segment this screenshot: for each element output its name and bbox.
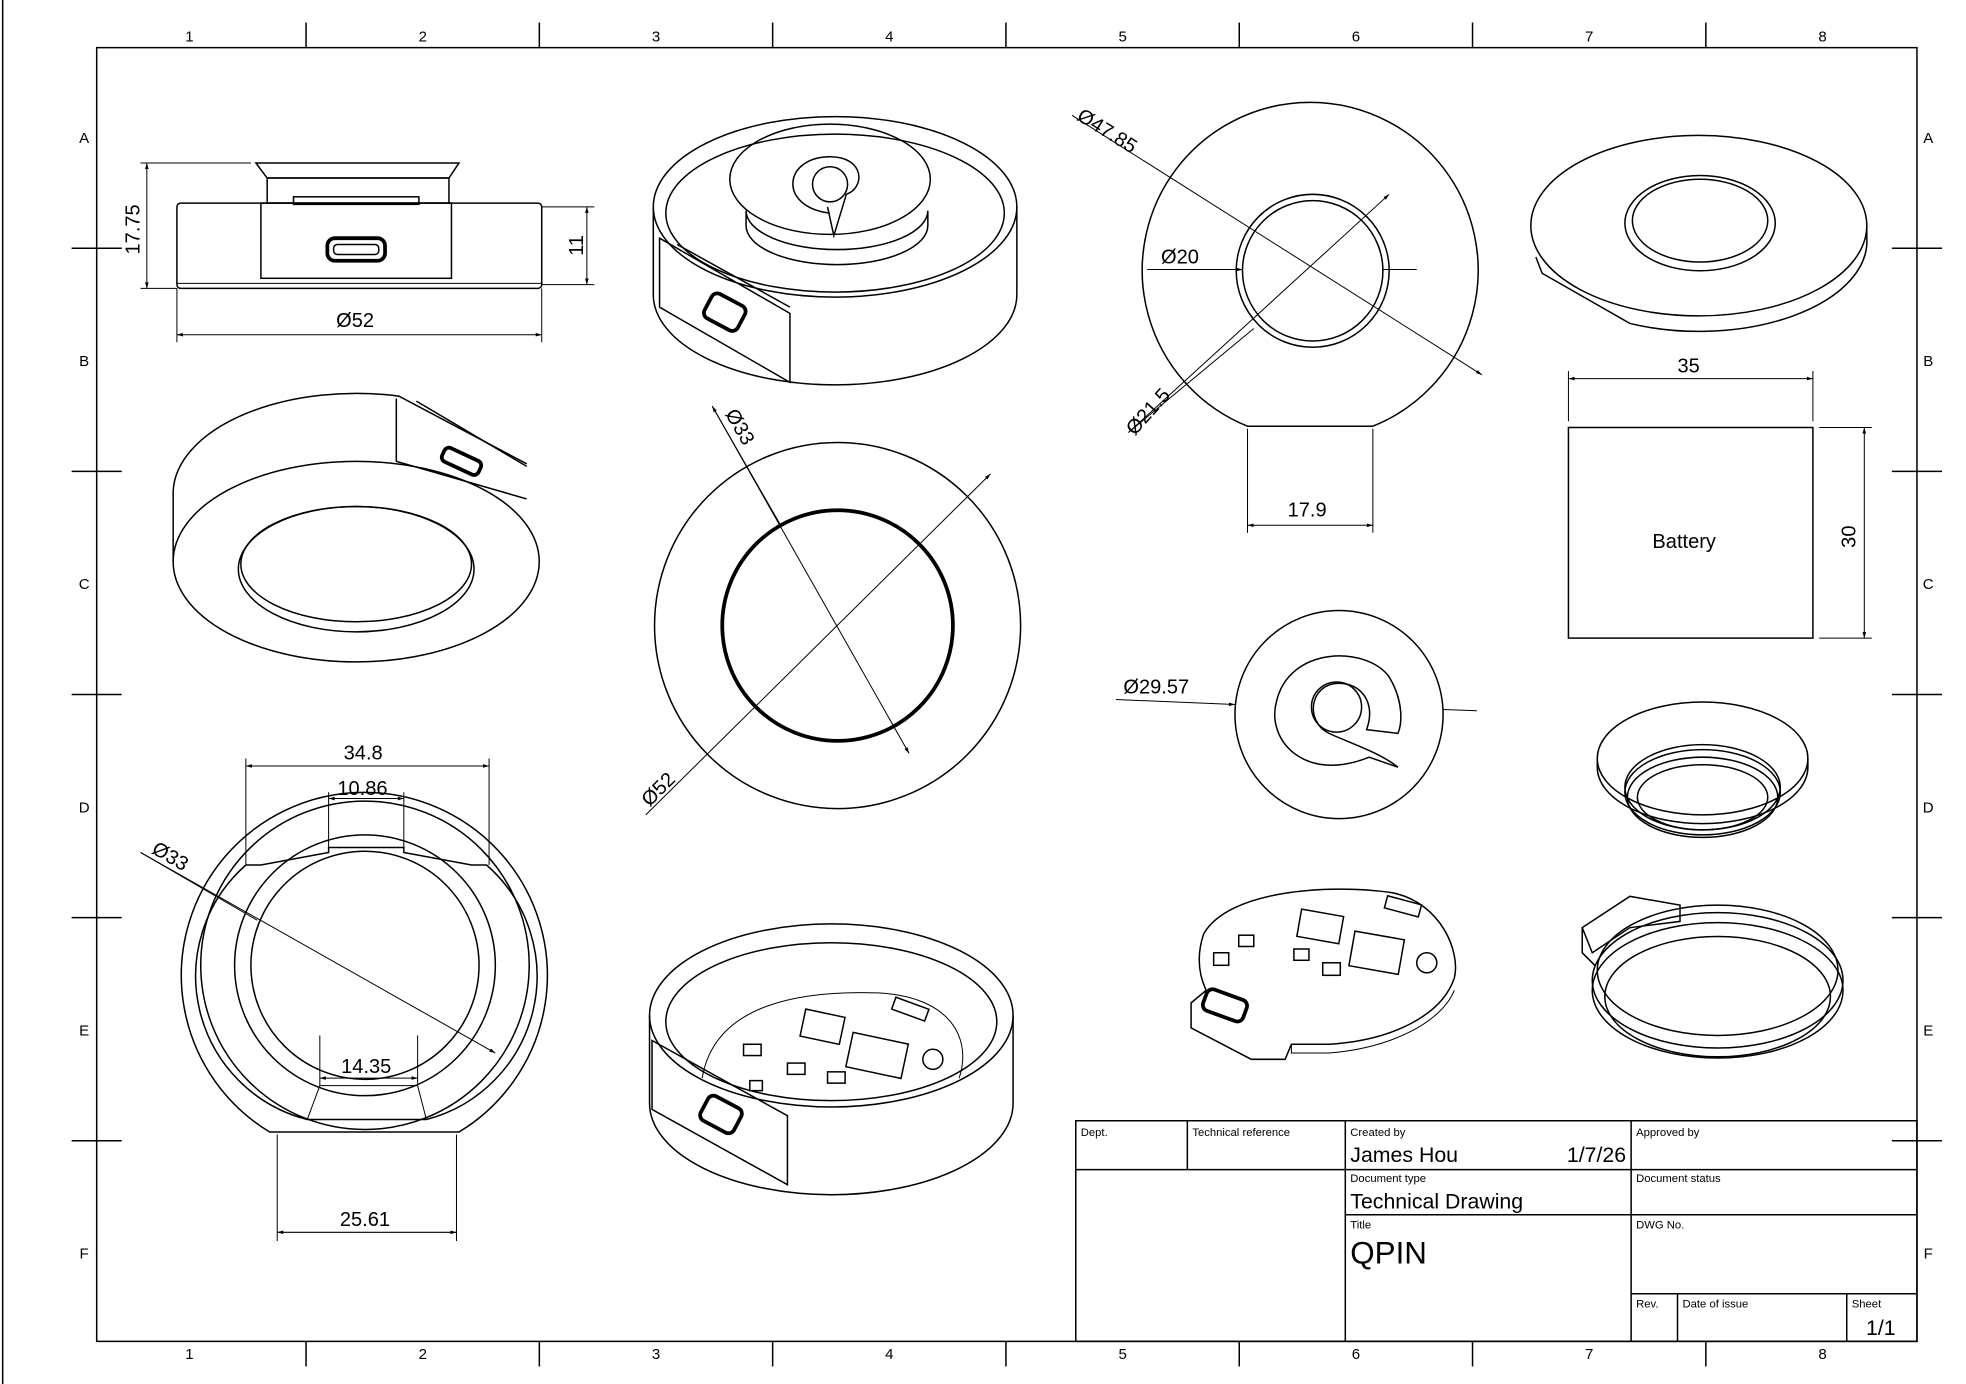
isometric-pcb-view (1190, 888, 1457, 1061)
zone-row-label: F (1924, 1246, 1933, 1263)
approved-by-label: Approved by (1636, 1127, 1700, 1139)
battery-view: Battery 35 30 (1567, 355, 1872, 639)
zone-column-label: 8 (1818, 1346, 1826, 1363)
zone-column-label: 2 (419, 28, 427, 45)
created-date: 1/7/26 (1567, 1143, 1626, 1167)
isometric-plate-view (1530, 134, 1868, 333)
battery-label: Battery (1652, 531, 1716, 553)
tech-ref-label: Technical reference (1192, 1127, 1290, 1139)
zone-column-label: 6 (1352, 1346, 1360, 1363)
title-block: Dept. Technical reference Created by Jam… (1075, 1119, 1918, 1343)
top-view: Ø47.85 Ø20 Ø21.5 17.9 (1071, 101, 1483, 533)
zone-row-label: A (1923, 130, 1933, 147)
zone-column-label: 7 (1585, 1346, 1593, 1363)
isometric-housing-bottom-view (1581, 895, 1844, 1059)
zone-row-label: D (1923, 799, 1934, 816)
dim-top-outer: Ø47.85 (1073, 105, 1140, 159)
zone-row-label: D (79, 799, 90, 816)
date-issue-label: Date of issue (1683, 1299, 1749, 1311)
rev-label: Rev. (1636, 1299, 1658, 1311)
zone-column-label: 6 (1352, 28, 1360, 45)
dim-battery-height: 30 (1839, 526, 1861, 548)
dim-front-body-height: 11 (566, 235, 588, 256)
dim-top-ring: Ø21.5 (1122, 384, 1175, 439)
zone-column-label: 3 (652, 28, 660, 45)
created-by-label: Created by (1350, 1127, 1405, 1139)
dim-bottom-width: 34.8 (344, 743, 383, 765)
zone-column-label: 5 (1118, 1346, 1126, 1363)
dim-top-inner: Ø20 (1161, 246, 1199, 268)
dim-front-diameter: Ø52 (336, 310, 374, 332)
zone-row-label: C (79, 576, 90, 593)
doc-type-value: Technical Drawing (1350, 1189, 1523, 1213)
isometric-ring-view (1596, 701, 1809, 839)
bottom-plan-view: 34.8 10.86 Ø33 14.35 25.61 (140, 743, 549, 1242)
zone-column-label: 7 (1585, 28, 1593, 45)
isometric-bottom-view (172, 392, 540, 663)
dim-front-height: 17.75 (122, 204, 144, 254)
drawing-title: QPIN (1350, 1236, 1427, 1271)
isometric-open-housing-view (648, 923, 1014, 1196)
sheet-value: 1/1 (1866, 1316, 1896, 1340)
zone-row-label: B (79, 353, 89, 370)
zone-column-label: 1 (185, 28, 193, 45)
front-view: 17.75 11 Ø52 (122, 162, 595, 343)
zone-column-label: 3 (652, 1346, 660, 1363)
dim-circle-outer: Ø52 (638, 769, 680, 811)
dwg-no-label: DWG No. (1636, 1220, 1684, 1232)
dim-circle-inner: Ø33 (720, 405, 758, 449)
dim-bottom-flat: 25.61 (340, 1209, 390, 1231)
zone-row-label: F (80, 1246, 89, 1263)
zone-column-label: 4 (885, 28, 893, 45)
zone-column-label: 5 (1118, 28, 1126, 45)
zone-row-label: B (1923, 353, 1933, 370)
sheet-label: Sheet (1852, 1299, 1882, 1311)
dim-bottom-inner-flat: 14.35 (341, 1056, 391, 1078)
zone-column-label: 1 (185, 1346, 193, 1363)
zone-column-label: 8 (1818, 28, 1826, 45)
zone-row-label: E (1923, 1022, 1933, 1039)
zone-column-label: 4 (885, 1346, 893, 1363)
zone-row-label: E (79, 1022, 89, 1039)
dim-top-flat: 17.9 (1288, 499, 1327, 521)
zone-row-label: C (1923, 576, 1934, 593)
zone-column-label: 2 (419, 1346, 427, 1363)
dim-battery-width: 35 (1678, 355, 1700, 377)
dim-bottom-notch: 10.86 (337, 778, 387, 800)
created-by-value: James Hou (1350, 1143, 1458, 1167)
circle-view: Ø33 Ø52 (638, 405, 1022, 816)
doc-status-label: Document status (1636, 1173, 1721, 1185)
dept-label: Dept. (1081, 1127, 1108, 1139)
dim-logo-diameter: Ø29.57 (1123, 676, 1189, 698)
isometric-top-view (652, 115, 1018, 386)
logo-view: Ø29.57 (1115, 609, 1477, 820)
doc-type-label: Document type (1350, 1173, 1426, 1185)
title-label: Title (1350, 1220, 1371, 1232)
zone-row-label: A (79, 130, 89, 147)
